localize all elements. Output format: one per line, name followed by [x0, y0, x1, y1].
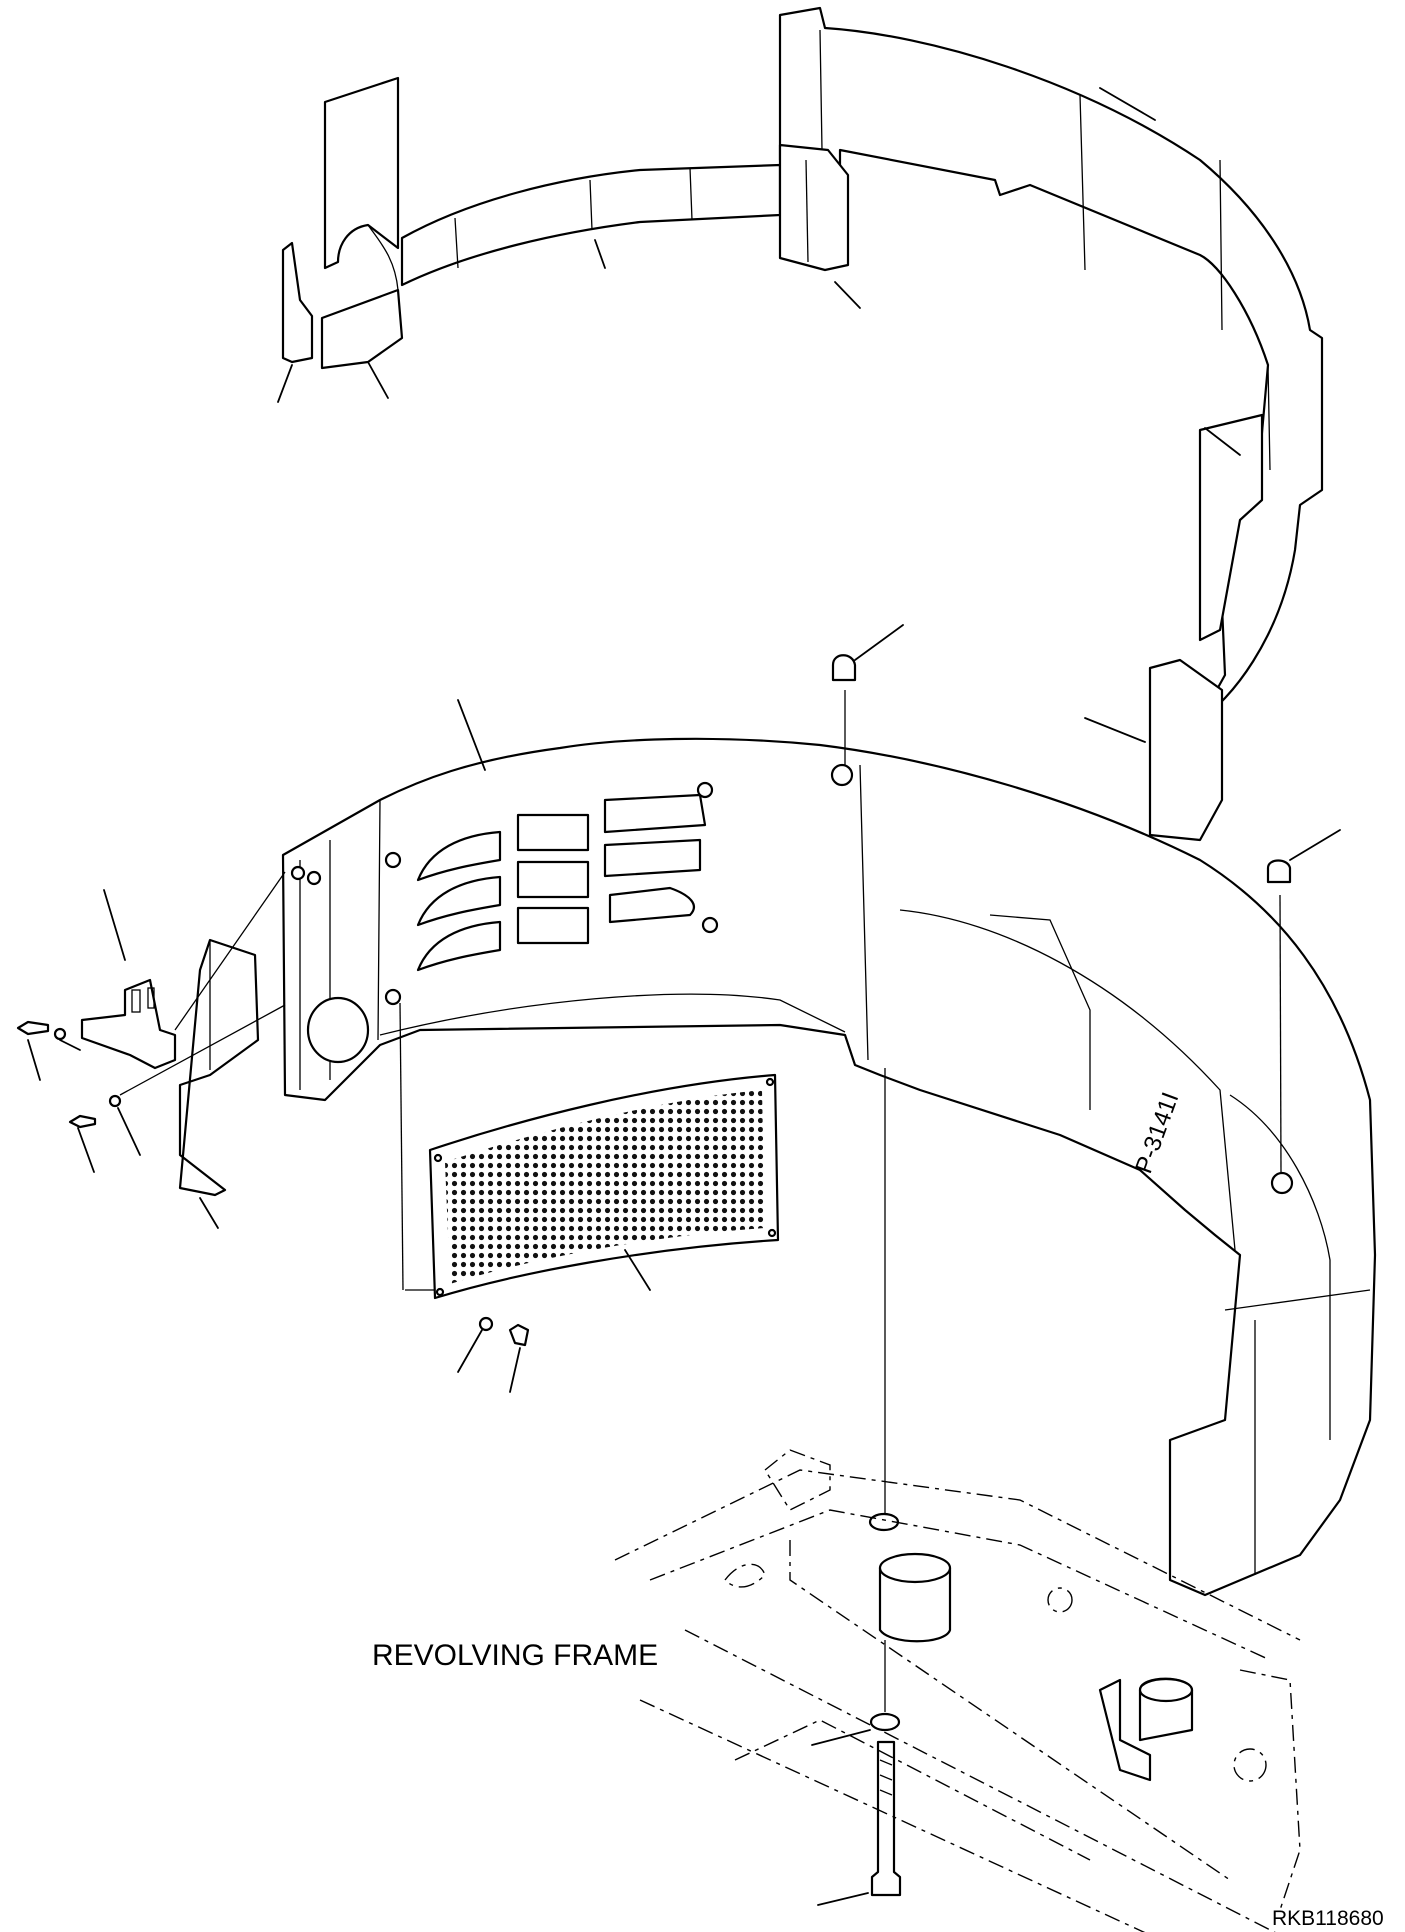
side-opening — [306, 996, 370, 1064]
left-upper-block — [323, 76, 400, 270]
grille-mesh — [445, 1090, 765, 1284]
plug-cap-2 — [1266, 859, 1292, 884]
counterweight-body — [281, 737, 1377, 1597]
leader-lines — [27, 87, 1341, 1906]
side-bracket — [80, 978, 177, 1070]
frame-pin-boss — [1098, 1678, 1152, 1782]
drawing-code-label: RKB118680 — [1272, 1907, 1384, 1930]
main-counterweight: P-3141I — [281, 737, 1377, 1597]
left-upper-block-lower — [320, 288, 404, 370]
hinge-bracket — [80, 978, 177, 1070]
right-block — [1198, 413, 1264, 642]
upper-weight-assembly — [281, 6, 1324, 842]
louver-slots — [416, 793, 707, 972]
side-cover-plate — [178, 938, 260, 1197]
revolving-frame-label: REVOLVING FRAME — [372, 1639, 658, 1672]
top-weight-body — [778, 6, 1324, 722]
right-bottom-block — [1148, 658, 1224, 842]
frame-bolt — [870, 1740, 902, 1897]
alignment-lines — [119, 690, 1282, 1712]
top-weight-front-block — [778, 143, 850, 272]
bolt-holes — [290, 763, 1294, 1195]
cover-plate — [178, 938, 260, 1197]
frame-washer — [869, 1712, 901, 1732]
revolving-frame — [614, 1449, 1301, 1932]
fasteners — [16, 654, 1292, 1897]
top-curved-strip — [400, 163, 782, 287]
plug-cap-1 — [831, 654, 857, 682]
small-left-plate — [281, 241, 314, 364]
mesh-grille — [428, 1073, 780, 1300]
